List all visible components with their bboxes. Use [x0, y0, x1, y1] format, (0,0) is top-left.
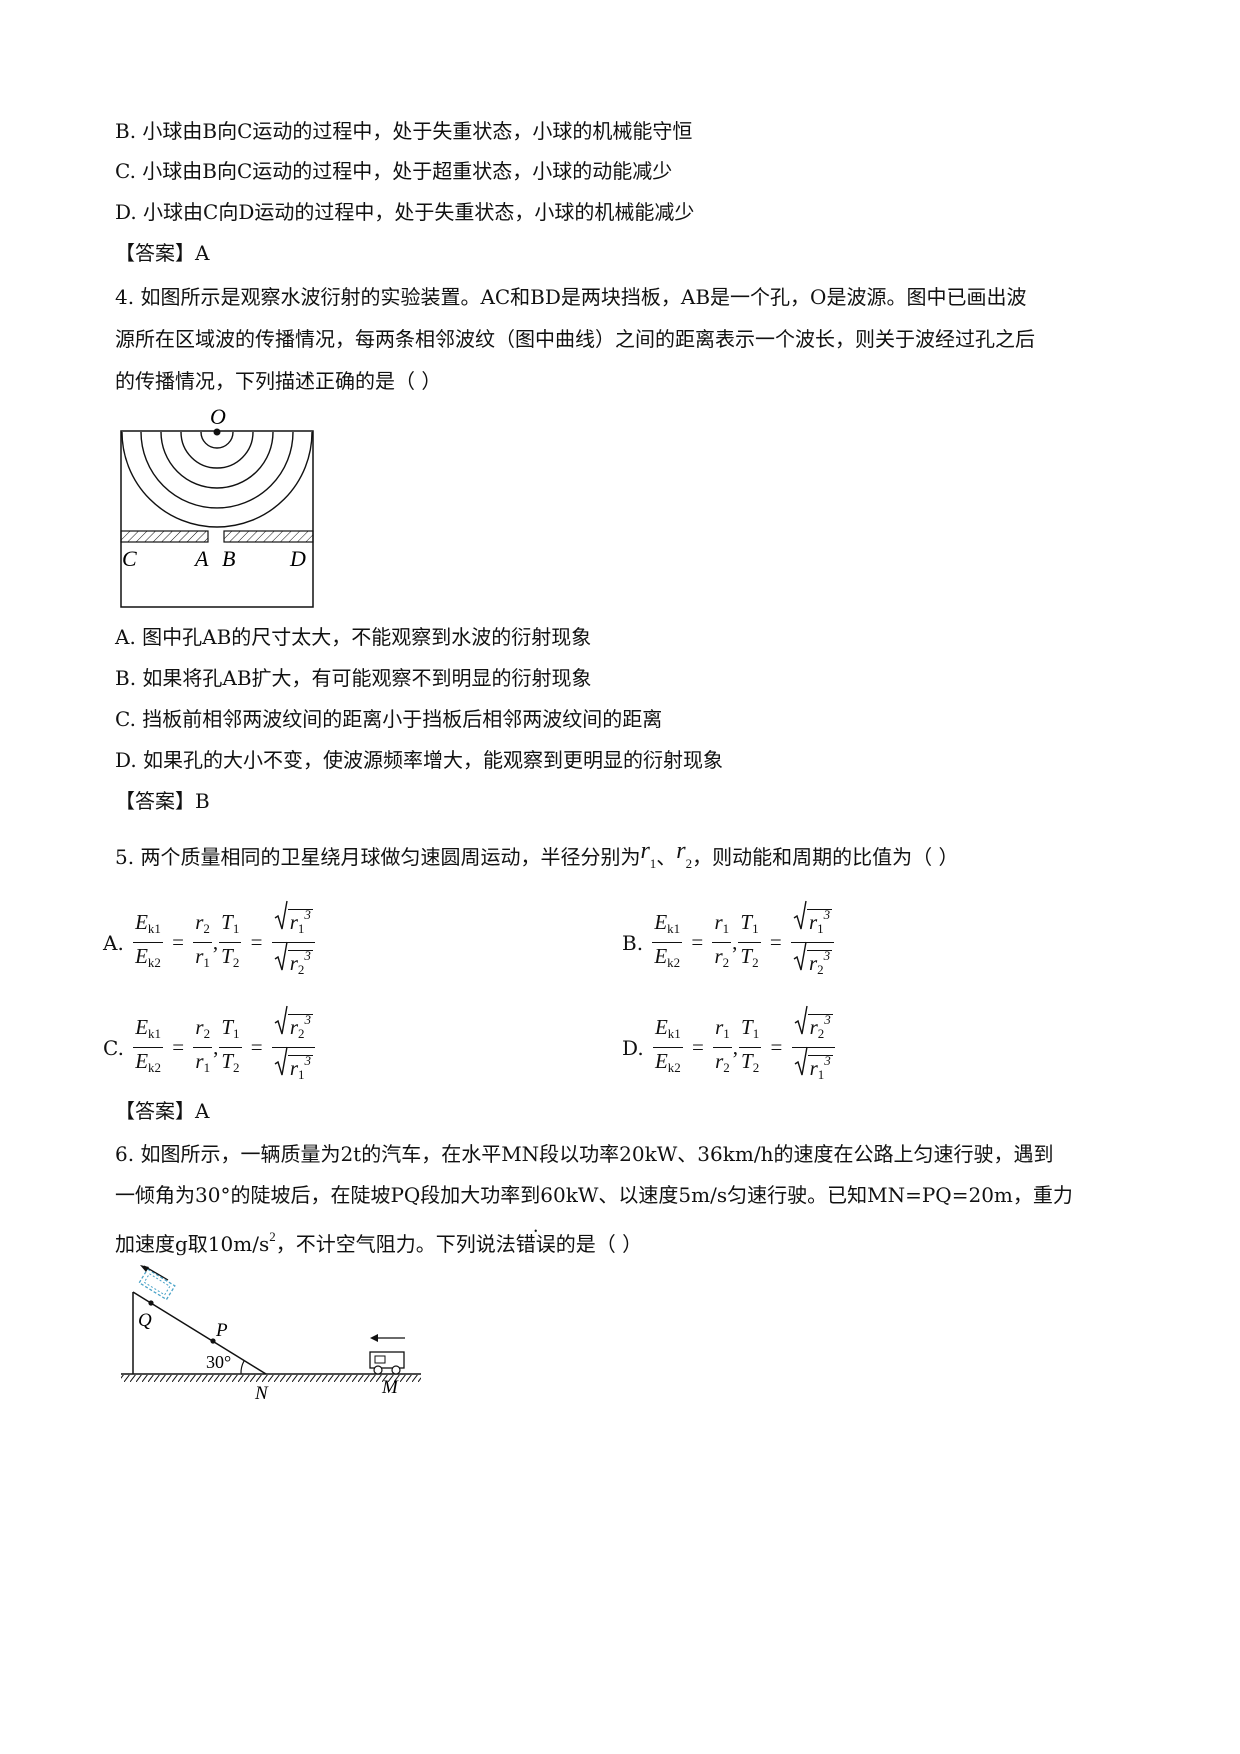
barrier-ac [120, 530, 209, 543]
label-p: P [215, 1320, 228, 1341]
q5-stem-b: ，则动能和周期的比值为（ ） [692, 845, 959, 869]
emphasis-dotted-text: 错误 [516, 1232, 556, 1256]
label-a: A [193, 546, 209, 571]
q3-answer: 【答案】A [115, 241, 210, 265]
q6-stem-line3: 加速度g取10m/s2，不计空气阻力。下列说法错误的是（ ） [115, 1223, 642, 1258]
q5-stem: 5. 两个质量相同的卫星绕月球做匀速圆周运动，半径分别为r1、r2，则动能和周期… [115, 838, 959, 871]
q6-stem-line2: 一倾角为30°的陡坡后，在陡坡PQ段加大功率到60kW、以速度5m/s匀速行驶。… [115, 1183, 1073, 1207]
q4-stem-line3: 的传播情况，下列描述正确的是（ ） [115, 369, 442, 393]
q3-option-c: C. 小球由B向C运动的过程中，处于超重状态，小球的动能减少 [115, 159, 673, 183]
q4-answer: 【答案】B [115, 789, 210, 813]
q4-stem-line1: 4. 如图所示是观察水波衍射的实验装置。AC和BD是两块挡板，AB是一个孔，O是… [115, 285, 1027, 309]
label-d: D [289, 546, 306, 571]
q3-option-b: B. 小球由B向C运动的过程中，处于失重状态，小球的机械能守恒 [115, 119, 693, 143]
label-c: C [122, 546, 137, 571]
q4-option-c: C. 挡板前相邻两波纹间的距离小于挡板后相邻两波纹间的距离 [115, 707, 663, 731]
q4-stem-line2: 源所在区域波的传播情况，每两条相邻波纹（图中曲线）之间的距离表示一个波长，则关于… [115, 327, 1035, 351]
car-on-flat [369, 1351, 405, 1375]
q5-stem-a: 5. 两个质量相同的卫星绕月球做匀速圆周运动，半径分别为 [115, 845, 641, 869]
q5-answer: 【答案】A [115, 1099, 210, 1123]
q3-option-d: D. 小球由C向D运动的过程中，处于失重状态，小球的机械能减少 [115, 200, 695, 224]
label-n: N [254, 1383, 269, 1404]
label-o: O [210, 405, 226, 429]
label-angle: 30° [206, 1352, 231, 1372]
label-m: M [381, 1377, 399, 1398]
label-b: B [222, 546, 235, 571]
label-q: Q [138, 1310, 152, 1331]
wavefronts [121, 431, 313, 528]
barrier-bd [223, 530, 314, 543]
q6-slope-figure: Q P 30° N M [121, 1265, 421, 1404]
q4-option-a: A. 图中孔AB的尺寸太大，不能观察到水波的衍射现象 [115, 625, 592, 649]
q6-stem-line1: 6. 如图所示，一辆质量为2t的汽车，在水平MN段以功率20kW、36km/h的… [115, 1142, 1054, 1166]
q4-option-b: B. 如果将孔AB扩大，有可能观察不到明显的衍射现象 [115, 666, 592, 690]
r2-symbol: r [676, 838, 686, 864]
q4-option-d: D. 如果孔的大小不变，使波源频率增大，能观察到更明显的衍射现象 [115, 748, 724, 772]
q4-diffraction-figure: O C A B D [120, 405, 314, 608]
r1-symbol: r [640, 838, 650, 864]
